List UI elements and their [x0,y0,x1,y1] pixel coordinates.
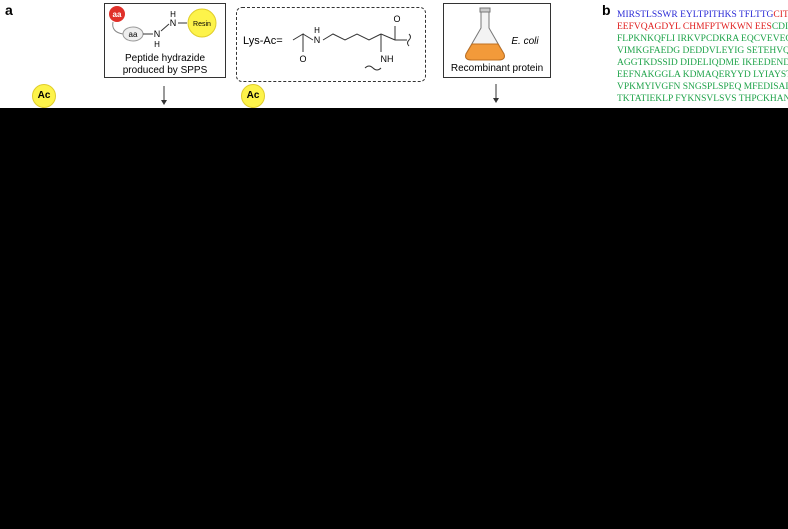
acetyl-badge-1: Ac [32,84,56,108]
hydrazide-caption-1: Peptide hydrazide [124,53,206,64]
sequence-segment: CITP [773,10,788,20]
sequence-row: FLPKNKQFLI IRKVPCDKRA EQCVEVEGPD [617,34,788,45]
o-left-label: O [299,54,306,64]
arrow-down-ecoli [493,84,499,103]
h-atom-1: H [154,40,160,49]
lys-ac-box: Lys-Ac= O N H O NH [236,7,426,82]
aa-red-circle [109,6,125,22]
nh-bottom-label: NH [381,54,394,64]
sequence-segment: FLPKNKQFLI IRKVPCDKRA EQCVEVEGPD [617,34,788,44]
panel-letter-b: b [602,2,611,18]
carbonyl-bond [380,33,396,41]
arrow-down-hydrazide [161,86,167,105]
figure-top-strip: a aa aa N H N H Resin Peptide hydrazide … [0,0,788,108]
acetyl-badge-2: Ac [241,84,265,108]
panel-letter-a: a [5,2,13,18]
h-atom-2: H [170,10,176,19]
sequence-segment: AGGTKDSSID DIDELIQDME IKEEDENDDT [617,58,788,68]
h-top-label: H [314,26,320,35]
resin-bead [187,8,217,38]
sequence-segment: VPKMYIVGFN SNGSPLSPEQ MFEDISADYR [617,82,788,92]
sequence-segment: EEFVQAGDYL CHMFPTWKWN EES [617,22,772,32]
aa-label: aa [129,30,138,39]
sequence-segment: EEFNAKGGLA KDMAQERYYD LYIAYSTSYR [617,70,788,80]
lys-ac-structure: Lys-Ac= O N H O NH [243,14,411,71]
lysine-chain [322,33,382,41]
acetyl-bonds [292,33,304,52]
sequence-row: VPKMYIVGFN SNGSPLSPEQ MFEDISADYR [617,82,788,93]
sequence-segment: MIRSTLSSWR EYLTPITHKS TFLTTG [617,10,774,20]
sequence-row: VIMKGFAEDG DEDDVLEYIG SETEHVQSTP [617,46,788,57]
lys-ac-label: Lys-Ac= [243,35,283,47]
sequence-row: AGGTKDSSID DIDELIQDME IKEEDENDDT [617,58,788,69]
squiggle-right [407,33,411,47]
recombinant-caption: Recombinant protein [450,63,544,74]
peptide-hydrazide-box: aa aa N H N H Resin Peptide hydrazide pr… [104,3,226,78]
sequence-segment: TKTATIEKLP FYKNSVLSVS THPCKHANVM [617,94,788,104]
squiggle-bottom [364,65,382,71]
obscured-region [0,108,788,529]
sequence-row: TKTATIEKLP FYKNSVLSVS THPCKHANVM [617,94,788,105]
bond-2 [160,23,170,32]
ecoli-box: E. coli Recombinant protein [443,3,551,78]
resin-label: Resin [193,21,211,28]
sequence-row: MIRSTLSSWR EYLTPITHKS TFLTTGCITP [617,10,788,21]
n-atom-2: N [170,18,177,28]
sequence-block: MIRSTLSSWR EYLTPITHKS TFLTTGCITPEEFVQAGD… [617,10,788,108]
n-top-label: N [314,35,321,45]
sequence-segment: CDISYRD [771,22,788,32]
hydrazide-caption-2: produced by SPPS [122,65,208,76]
peptide-chain-line [112,21,124,35]
amide-bond [302,33,314,41]
sequence-row: EEFNAKGGLA KDMAQERYYD LYIAYSTSYR [617,70,788,81]
ecoli-label: E. coli [511,36,539,47]
sequence-segment: VIMKGFAEDG DEDDVLEYIG SETEHVQSTP [617,46,788,56]
hydrazide-structure: aa aa N H N H Resin [109,6,217,49]
flask-icon [465,7,505,61]
n-atom-1: N [154,29,161,39]
sequence-row: EEFVQAGDYL CHMFPTWKWN EESCDISYRD [617,22,788,33]
o-right-label: O [393,14,400,24]
aa-red-label: aa [113,10,122,19]
